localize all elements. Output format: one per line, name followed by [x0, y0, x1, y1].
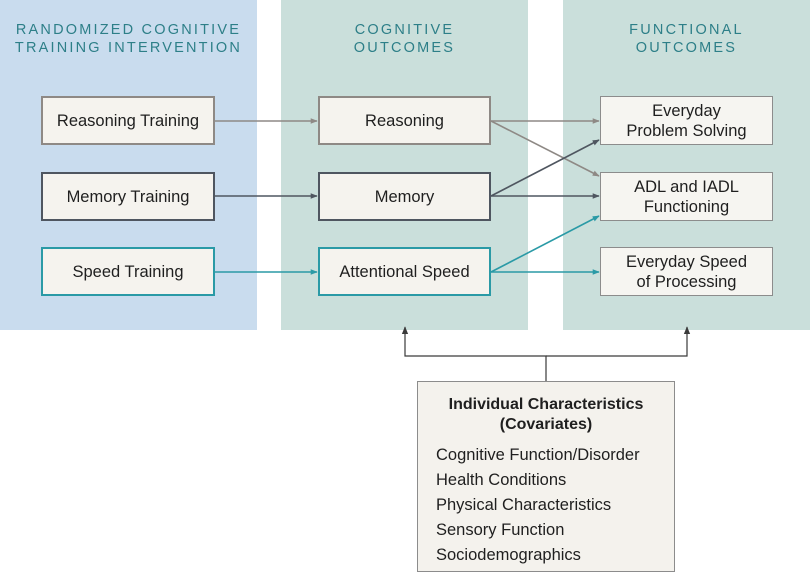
- covariates-list: Cognitive Function/Disorder Health Condi…: [436, 443, 674, 568]
- intervention-heading-line-2: TRAINING INTERVENTION: [14, 40, 243, 56]
- arrow-speed-to-adl: [490, 215, 600, 273]
- memory-outcome-label: Memory: [374, 187, 435, 206]
- reasoning-training-box: Reasoning Training: [41, 96, 215, 145]
- covariates-title: Individual Characteristics (Covariates): [418, 395, 674, 435]
- problem-solving-line-2: Problem Solving: [626, 121, 747, 140]
- functional-outcomes-heading-line-1: FUNCTIONAL: [629, 22, 744, 38]
- adl-iadl-line-1: ADL and IADL: [634, 177, 739, 196]
- adl-iadl-line-2: Functioning: [643, 197, 730, 216]
- covariates-connector-right: [546, 326, 691, 357]
- speed-processing-line-2: of Processing: [636, 272, 737, 291]
- covariates-connector: [401, 326, 547, 381]
- speed-processing-outcome-box: Everyday Speed of Processing: [600, 247, 773, 296]
- memory-training-label: Memory Training: [66, 187, 190, 206]
- functional-outcomes-heading: FUNCTIONAL OUTCOMES: [563, 21, 810, 57]
- attentional-speed-outcome-box: Attentional Speed: [318, 247, 491, 296]
- covariate-item: Sensory Function: [436, 521, 565, 539]
- speed-processing-line-1: Everyday Speed: [625, 252, 748, 271]
- arrow-reasoning-to-adl: [490, 120, 600, 177]
- intervention-heading: RANDOMIZED COGNITIVE TRAINING INTERVENTI…: [0, 21, 257, 57]
- covariates-title-line-1: Individual Characteristics: [448, 396, 644, 413]
- covariate-item: Physical Characteristics: [436, 496, 612, 514]
- arrow-memory-to-problem-solving: [490, 139, 600, 197]
- reasoning-outcome-label: Reasoning: [365, 111, 444, 130]
- covariates-box: Individual Characteristics (Covariates) …: [417, 381, 675, 572]
- covariates-title-line-2: (Covariates): [499, 416, 593, 433]
- problem-solving-line-1: Everyday: [652, 101, 721, 120]
- speed-training-label: Speed Training: [72, 262, 184, 281]
- attentional-speed-outcome-label: Attentional Speed: [339, 262, 470, 281]
- speed-training-box: Speed Training: [41, 247, 215, 296]
- memory-training-box: Memory Training: [41, 172, 215, 221]
- covariate-item: Health Conditions: [436, 471, 567, 489]
- functional-outcomes-heading-line-2: OUTCOMES: [635, 40, 738, 56]
- covariate-item: Cognitive Function/Disorder: [436, 446, 640, 464]
- covariate-item: Sociodemographics: [436, 546, 581, 564]
- cognitive-outcomes-heading-line-1: COGNITIVE: [354, 22, 455, 38]
- problem-solving-outcome-box: Everyday Problem Solving: [600, 96, 773, 145]
- cognitive-outcomes-heading: COGNITIVE OUTCOMES: [281, 21, 528, 57]
- memory-outcome-box: Memory: [318, 172, 491, 221]
- cognitive-outcomes-heading-line-2: OUTCOMES: [353, 40, 456, 56]
- reasoning-outcome-box: Reasoning: [318, 96, 491, 145]
- reasoning-training-label: Reasoning Training: [56, 111, 200, 130]
- adl-iadl-outcome-box: ADL and IADL Functioning: [600, 172, 773, 221]
- intervention-heading-line-1: RANDOMIZED COGNITIVE: [15, 22, 242, 38]
